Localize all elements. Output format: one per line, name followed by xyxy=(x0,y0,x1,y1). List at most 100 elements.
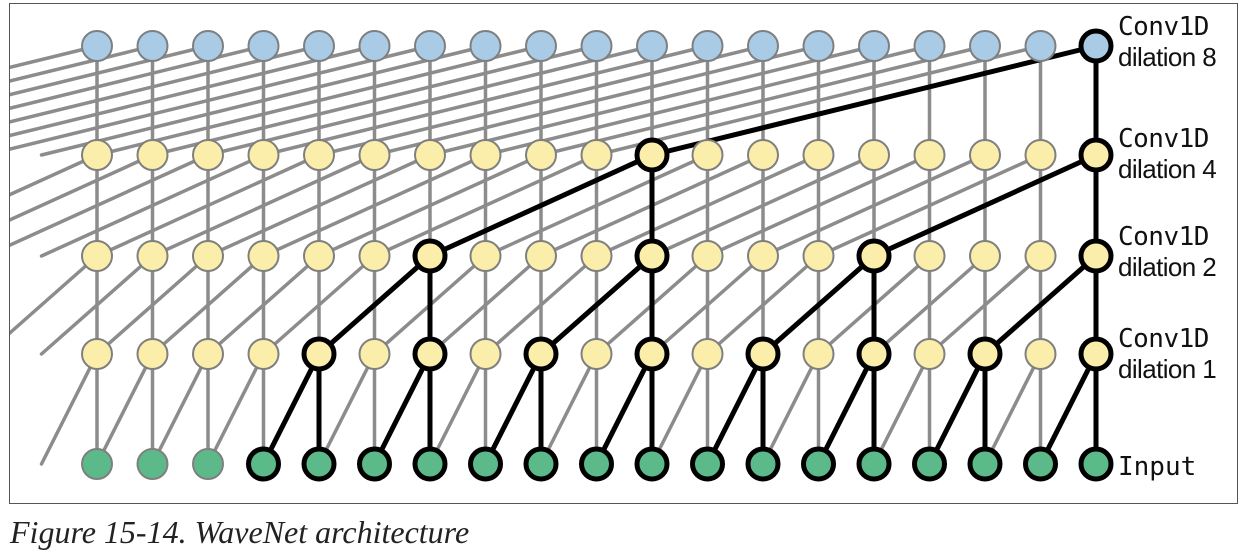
hidden-node xyxy=(192,240,224,272)
hidden-node xyxy=(913,240,946,272)
hidden-node xyxy=(81,139,113,171)
connection-edge xyxy=(206,352,266,466)
output-node xyxy=(358,30,391,62)
highlighted-edge xyxy=(927,351,988,467)
layer-dilation-text: dilation 8 xyxy=(1118,42,1217,72)
output-node xyxy=(469,30,502,62)
connection-edge xyxy=(650,352,710,466)
connection-edge xyxy=(10,44,99,70)
input-node xyxy=(634,446,670,482)
connection-edge xyxy=(483,44,932,157)
output-node xyxy=(81,30,113,62)
input-node xyxy=(690,446,725,482)
highlighted-edge xyxy=(649,43,1099,158)
connection-edge xyxy=(261,153,488,258)
hidden-node xyxy=(745,336,781,372)
connection-edge xyxy=(10,44,432,151)
connection-edge xyxy=(10,44,377,138)
input-node xyxy=(192,448,224,480)
highlighted-edge xyxy=(871,152,1099,259)
output-node xyxy=(580,30,613,62)
hidden-node xyxy=(525,240,557,272)
layer-dilation-text: dilation 4 xyxy=(1118,154,1217,184)
connection-edge xyxy=(761,352,821,466)
layer-dilation-text: dilation 1 xyxy=(1118,354,1217,384)
input-node xyxy=(912,446,947,482)
hidden-node xyxy=(247,338,280,370)
connection-edge xyxy=(10,153,99,197)
input-node xyxy=(136,448,169,480)
input-node xyxy=(1023,446,1058,482)
output-node xyxy=(636,30,668,62)
hidden-node xyxy=(412,238,448,274)
label-dilation-1: Conv1D dilation 1 xyxy=(1118,324,1237,384)
layer-type-text: Conv1D xyxy=(1118,222,1209,252)
hidden-node xyxy=(691,240,724,272)
output-node xyxy=(414,30,446,62)
connection-edge xyxy=(10,44,321,124)
connection-edge xyxy=(483,153,710,258)
hidden-node xyxy=(523,336,559,372)
connection-edge xyxy=(39,254,155,356)
connection-edge xyxy=(150,153,377,258)
hidden-node xyxy=(247,139,280,171)
highlighted-edge xyxy=(760,253,877,357)
hidden-node xyxy=(856,336,892,372)
hidden-node xyxy=(969,240,1001,272)
label-dilation-4: Conv1D dilation 4 xyxy=(1118,124,1237,184)
connection-edge xyxy=(872,254,987,356)
hidden-node xyxy=(81,338,113,370)
hidden-node xyxy=(1024,240,1057,272)
label-dilation-8: Conv1D dilation 8 xyxy=(1118,12,1237,72)
connection-edge xyxy=(927,254,1043,356)
hidden-node xyxy=(525,139,557,171)
hidden-node xyxy=(1024,338,1057,370)
wavenet-diagram xyxy=(10,28,1114,482)
input-node xyxy=(579,446,614,482)
highlighted-edge xyxy=(705,351,766,467)
output-node xyxy=(913,30,946,62)
connection-edge xyxy=(261,44,710,157)
hidden-node xyxy=(303,240,335,272)
highlighted-edge xyxy=(538,253,655,357)
highlighted-edge xyxy=(483,351,544,467)
highlighted-edge xyxy=(816,351,877,467)
input-node xyxy=(468,446,503,482)
connection-edge xyxy=(705,254,821,356)
connection-edge xyxy=(428,352,488,466)
hidden-node xyxy=(802,139,835,171)
layer-type-text: Conv1D xyxy=(1118,324,1209,354)
hidden-node xyxy=(634,137,670,173)
connection-edge xyxy=(317,44,765,157)
connection-edge xyxy=(39,44,488,157)
connection-edge xyxy=(150,44,599,157)
connection-edge xyxy=(594,44,1043,157)
hidden-node xyxy=(747,240,779,272)
output-node xyxy=(136,30,169,62)
hidden-node xyxy=(856,238,892,274)
layer-dilation-text: dilation 2 xyxy=(1118,252,1217,282)
figure-frame: Conv1D dilation 8 Conv1D dilation 4 Conv… xyxy=(9,3,1238,504)
hidden-node xyxy=(358,338,391,370)
hidden-node xyxy=(969,139,1001,171)
hidden-node xyxy=(358,240,391,272)
hidden-node xyxy=(802,240,835,272)
output-node xyxy=(969,30,1001,62)
output-node xyxy=(525,30,557,62)
output-node xyxy=(747,30,779,62)
receptive-field-connections xyxy=(261,43,1099,467)
connection-edge xyxy=(650,254,765,356)
hidden-node xyxy=(580,338,613,370)
connection-edge xyxy=(428,254,543,356)
highlighted-edge xyxy=(982,253,1099,357)
connection-edge xyxy=(39,352,99,466)
input-node xyxy=(81,448,113,480)
highlighted-edge xyxy=(594,351,655,467)
hidden-node xyxy=(192,139,224,171)
output-node xyxy=(858,30,890,62)
hidden-node xyxy=(967,336,1003,372)
output-node xyxy=(802,30,835,62)
highlighted-edge xyxy=(1038,351,1099,467)
output-node xyxy=(1024,30,1057,62)
input-node xyxy=(301,446,337,482)
